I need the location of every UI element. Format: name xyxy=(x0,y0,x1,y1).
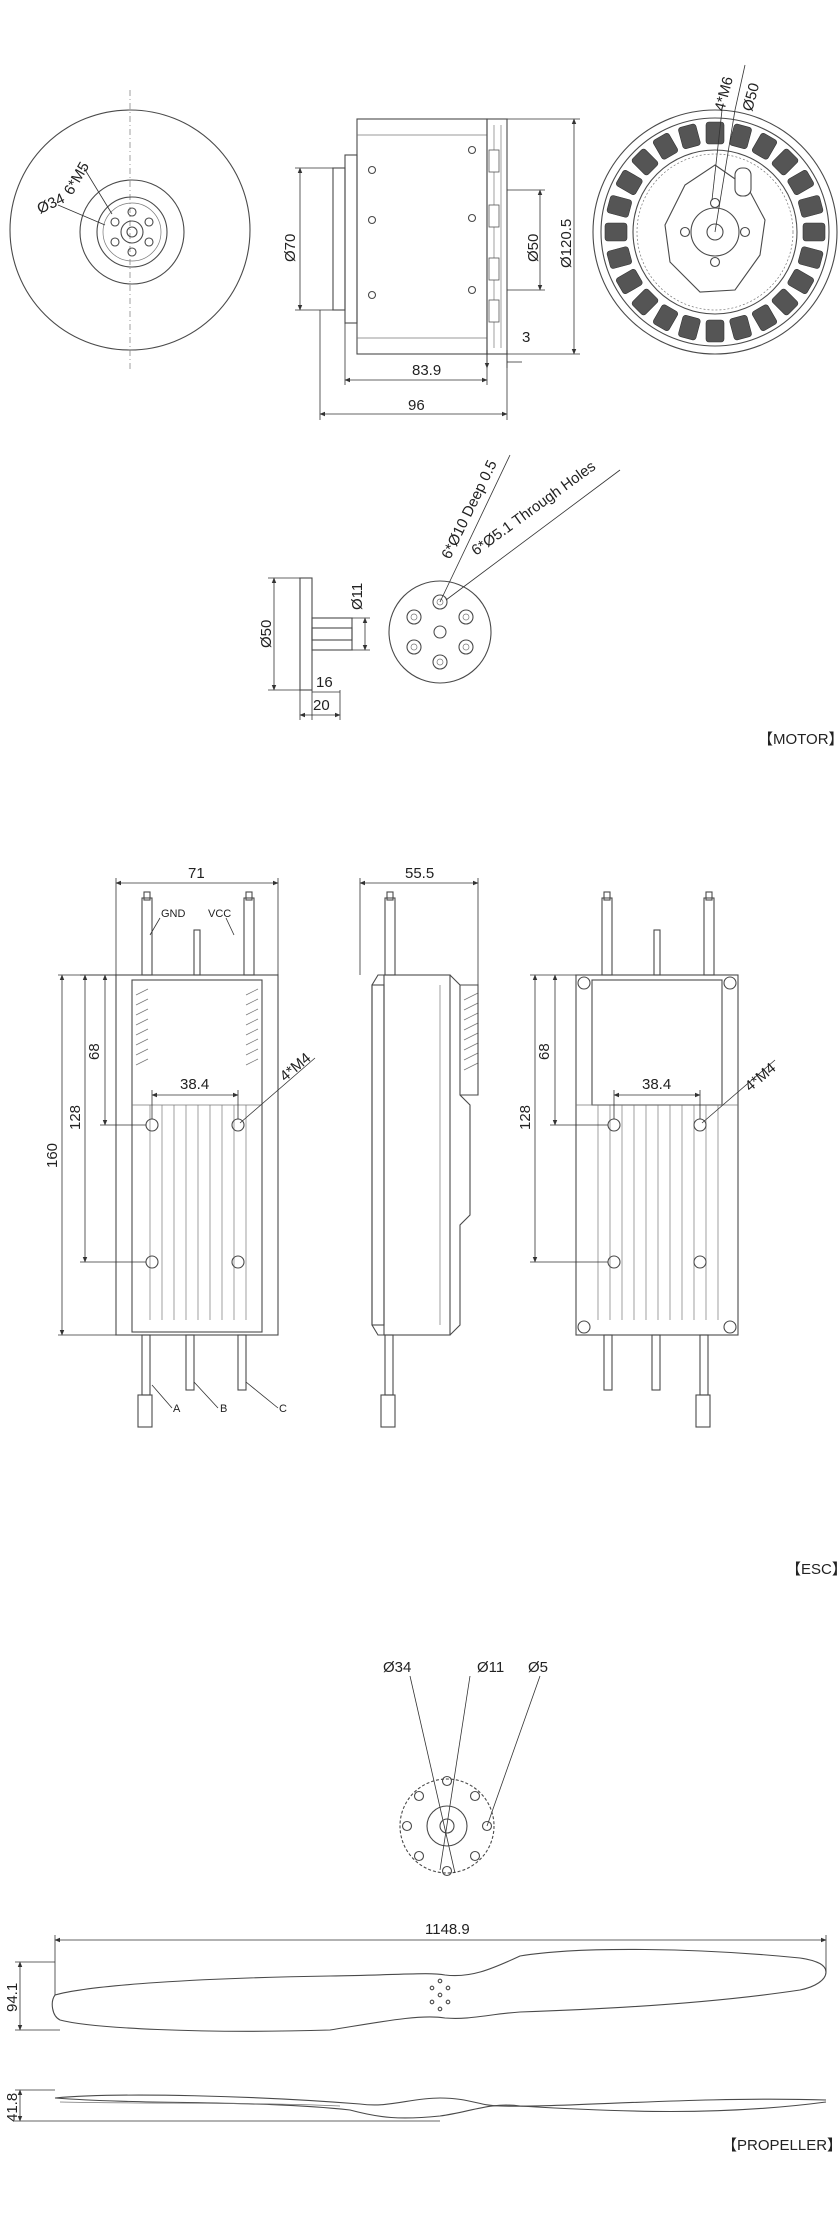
esc-b-label: B xyxy=(220,1403,227,1415)
esc-h68: 68 xyxy=(86,1043,103,1060)
prop-d5: Ø5 xyxy=(528,1659,548,1676)
stator-slot xyxy=(631,288,659,316)
esc-p38b: 38.4 xyxy=(642,1076,671,1093)
prop-width: 94.1 xyxy=(4,1983,21,2012)
motor-front-boltcircle-label: Ø34 xyxy=(35,190,68,217)
esc-w71: 71 xyxy=(188,865,205,882)
motor-side-d70: Ø70 xyxy=(282,234,299,262)
stator-slots xyxy=(604,121,826,343)
esc-side-view: 55.5 xyxy=(359,865,479,1428)
motor-rear-bolts: 4*M6 xyxy=(711,75,736,113)
stator-slot xyxy=(678,315,701,341)
esc-m4: 4*M4 xyxy=(277,1050,315,1086)
prop-length: 1148.9 xyxy=(425,1921,470,1938)
stator-slot xyxy=(606,195,632,218)
esc-p38: 38.4 xyxy=(180,1076,209,1093)
stator-slot xyxy=(729,123,752,149)
stator-slot xyxy=(604,222,628,242)
stator-slot xyxy=(616,170,643,195)
esc-w55: 55.5 xyxy=(405,865,434,882)
motor-side-view: Ø70 Ø50 Ø120.5 83.9 3 96 xyxy=(282,118,580,420)
stator-slot xyxy=(705,319,725,343)
stator-slot xyxy=(678,123,701,149)
esc-h128: 128 xyxy=(67,1105,84,1130)
motor-side-l83: 83.9 xyxy=(412,362,441,379)
esc-h128b: 128 xyxy=(517,1105,534,1130)
stator-slot xyxy=(771,148,799,176)
adapter-view: Ø50 Ø11 16 20 6*Ø10 Deep 0.5 6*Ø5.1 Thro… xyxy=(258,454,621,720)
stator-slot xyxy=(653,133,678,160)
stator-slot xyxy=(653,304,678,331)
section-propeller-label: 【PROPELLER】 xyxy=(722,2137,840,2154)
stator-slot xyxy=(606,246,632,269)
esc-back-view: 128 68 38.4 4*M4 xyxy=(517,891,780,1428)
esc-m4b: 4*M4 xyxy=(742,1060,780,1096)
esc-vcc-label: VCC xyxy=(208,908,231,920)
stator-slot xyxy=(787,269,814,294)
prop-thickness: 41.8 xyxy=(4,2093,21,2122)
prop-d34: Ø34 xyxy=(383,1659,411,1676)
stator-slot xyxy=(802,222,826,242)
adapter-l20: 20 xyxy=(313,697,330,714)
motor-rear-d50: Ø50 xyxy=(739,81,763,113)
stator-slot xyxy=(752,133,777,160)
motor-rear-view: 4*M6 Ø50 xyxy=(592,64,838,355)
stator-slot xyxy=(798,195,824,218)
stator-slot xyxy=(798,246,824,269)
motor-side-d120: Ø120.5 xyxy=(558,219,575,268)
adapter-d50: Ø50 xyxy=(258,620,275,648)
esc-front-view: GND VCC A B C 71 160 128 68 38.4 4*M4 xyxy=(44,865,316,1428)
esc-c-label: C xyxy=(279,1403,287,1415)
motor-front-view: 6*M5 Ø34 xyxy=(9,90,251,370)
stator-slot xyxy=(705,121,725,145)
prop-d11: Ø11 xyxy=(477,1659,504,1676)
stator-slot xyxy=(631,148,659,176)
adapter-d11: Ø11 xyxy=(349,583,366,610)
motor-side-l3: 3 xyxy=(522,329,530,346)
adapter-l16: 16 xyxy=(316,674,333,691)
stator-slot xyxy=(771,288,799,316)
stator-slot xyxy=(752,304,777,331)
propeller-hub-view: Ø34 Ø11 Ø5 xyxy=(383,1659,548,1877)
esc-gnd-label: GND xyxy=(161,908,186,920)
motor-front-bolts-label: 6*M5 xyxy=(61,159,93,198)
esc-h68b: 68 xyxy=(536,1043,553,1060)
section-motor-label: 【MOTOR】 xyxy=(758,731,840,748)
esc-h160: 160 xyxy=(44,1143,61,1168)
esc-a-label: A xyxy=(173,1403,181,1415)
motor-side-l96: 96 xyxy=(408,397,425,414)
propeller-side-view: 41.8 xyxy=(4,2089,827,2122)
section-esc-label: 【ESC】 xyxy=(786,1561,840,1578)
motor-side-d50: Ø50 xyxy=(525,234,542,262)
stator-slot xyxy=(787,170,814,195)
propeller-top-view: 1148.9 94.1 xyxy=(4,1921,827,2032)
stator-slot xyxy=(616,269,643,294)
stator-slot xyxy=(729,315,752,341)
